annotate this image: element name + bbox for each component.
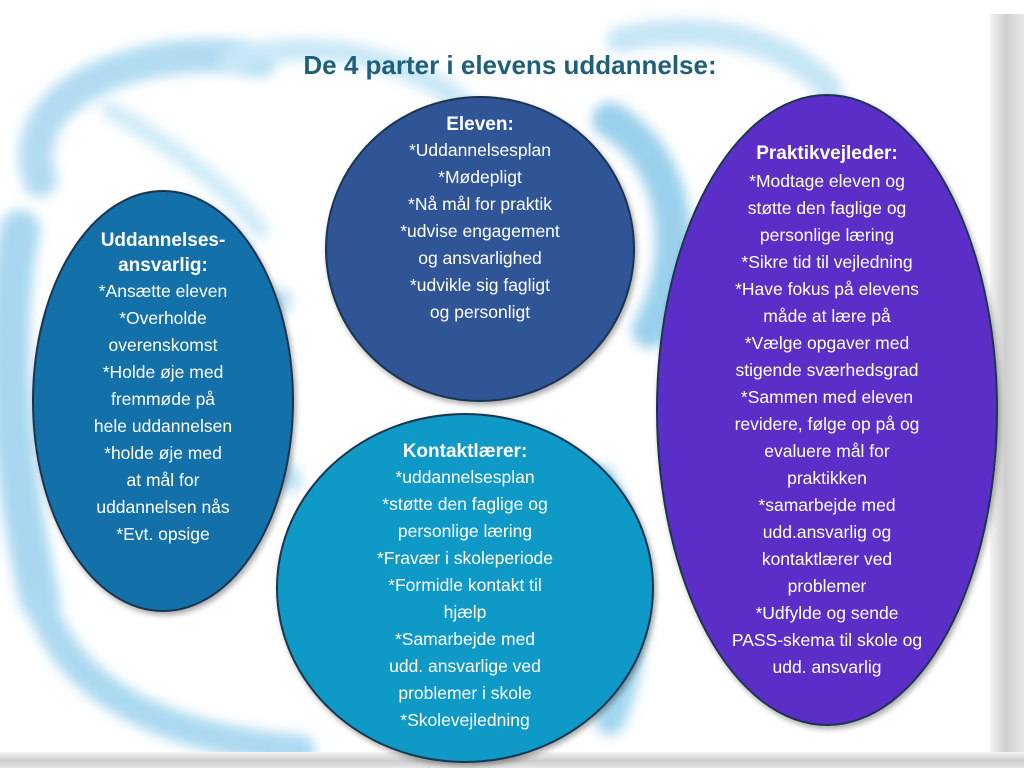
- uddannelsesansvarlig-item: hele uddannelsen: [93, 416, 233, 436]
- uddannelsesansvarlig-heading-line2: ansvarlig:: [118, 255, 208, 276]
- praktikvejleder-item: *Vælge opgaver med: [744, 333, 910, 353]
- uddannelsesansvarlig-item: overenskomst: [108, 335, 218, 355]
- uddannelsesansvarlig-ellipse: Uddannelses- ansvarlig: *Ansætte eleven …: [32, 190, 294, 612]
- uddannelsesansvarlig-item: uddannelsen nås: [96, 497, 230, 517]
- praktikvejleder-item: *Sikre tid til vejledning: [741, 252, 913, 272]
- kontaktlaerer-heading: Kontaktlærer:: [402, 441, 528, 462]
- eleven-list: *Uddannelsesplan *Mødepligt *Nå mål for …: [349, 137, 611, 326]
- eleven-item: *Mødepligt: [438, 167, 522, 187]
- kontaktlaerer-item: *Formidle kontakt til: [388, 575, 542, 595]
- kontaktlaerer-item: *Skolevejledning: [400, 710, 530, 730]
- praktikvejleder-item: personlige læring: [759, 225, 895, 245]
- uddannelsesansvarlig-list: *Ansætte eleven *Overholde overenskomst …: [46, 278, 280, 548]
- eleven-ellipse: Eleven: *Uddannelsesplan *Mødepligt *Nå …: [325, 96, 635, 402]
- praktikvejleder-heading: Praktikvejleder:: [756, 143, 898, 164]
- uddannelsesansvarlig-item: *Overholde: [119, 308, 207, 328]
- kontaktlaerer-item: *uddannelsesplan: [395, 467, 535, 487]
- uddannelsesansvarlig-item: fremmøde på: [110, 389, 216, 409]
- uddannelsesansvarlig-item: *Evt. opsige: [116, 524, 210, 544]
- praktikvejleder-item: støtte den faglige og: [747, 198, 907, 218]
- slide-title: De 4 parter i elevens uddannelse:: [303, 50, 717, 80]
- praktikvejleder-item: udd.ansvarlig og: [762, 522, 892, 542]
- uddannelsesansvarlig-item: *Holde øje med: [102, 362, 224, 382]
- kontaktlaerer-item: udd. ansvarlige ved: [389, 656, 541, 676]
- eleven-item: *Uddannelsesplan: [408, 140, 552, 160]
- praktikvejleder-item: kontaktlærer ved: [761, 549, 893, 569]
- praktikvejleder-item: praktikken: [787, 468, 867, 488]
- praktikvejleder-item: udd. ansvarlig: [772, 657, 882, 677]
- praktikvejleder-item: revidere, følge op på og: [734, 414, 920, 434]
- kontaktlaerer-item: hjælp: [443, 602, 487, 622]
- uddannelsesansvarlig-heading-line1: Uddannelses-: [100, 230, 226, 251]
- kontaktlaerer-item: problemer i skole: [398, 683, 532, 703]
- eleven-item: *udvikle sig fagligt: [409, 275, 551, 295]
- kontaktlaerer-ellipse: Kontaktlærer: *uddannelsesplan *støtte d…: [276, 413, 654, 763]
- kontaktlaerer-item: *Fravær i skoleperiode: [376, 548, 554, 568]
- uddannelsesansvarlig-item: *Ansætte eleven: [98, 281, 228, 301]
- slide-bottom-edge-shadow: [0, 752, 1024, 768]
- praktikvejleder-item: evaluere mål for: [764, 441, 890, 461]
- praktikvejleder-item: måde at lære på: [763, 306, 891, 326]
- kontaktlaerer-item: *støtte den faglige og: [382, 494, 548, 514]
- praktikvejleder-item: *Udfylde og sende: [755, 603, 899, 623]
- uddannelsesansvarlig-item: *holde øje med: [104, 443, 222, 463]
- eleven-item: og ansvarlighed: [418, 248, 542, 268]
- praktikvejleder-item: *Modtage eleven og: [749, 171, 905, 191]
- praktikvejleder-list: *Modtage eleven og støtte den faglige og…: [672, 168, 982, 681]
- kontaktlaerer-item: *Samarbejde med: [394, 629, 536, 649]
- praktikvejleder-item: stigende sværhedsgrad: [735, 360, 919, 380]
- praktikvejleder-ellipse: Praktikvejleder: *Modtage eleven og støt…: [656, 94, 998, 726]
- eleven-item: *Nå mål for praktik: [408, 194, 552, 214]
- eleven-heading: Eleven:: [446, 114, 514, 135]
- praktikvejleder-item: problemer: [787, 576, 867, 596]
- kontaktlaerer-item: personlige læring: [397, 521, 533, 541]
- praktikvejleder-item: *Have fokus på elevens: [735, 279, 919, 299]
- praktikvejleder-item: PASS-skema til skole og: [731, 630, 923, 650]
- eleven-item: *udvise engagement: [400, 221, 560, 241]
- praktikvejleder-item: *samarbejde med: [758, 495, 896, 515]
- kontaktlaerer-list: *uddannelsesplan *støtte den faglige og …: [318, 464, 612, 734]
- praktikvejleder-item: *Sammen med eleven: [740, 387, 914, 407]
- uddannelsesansvarlig-item: at mål for: [126, 470, 200, 490]
- eleven-item: og personligt: [429, 302, 531, 322]
